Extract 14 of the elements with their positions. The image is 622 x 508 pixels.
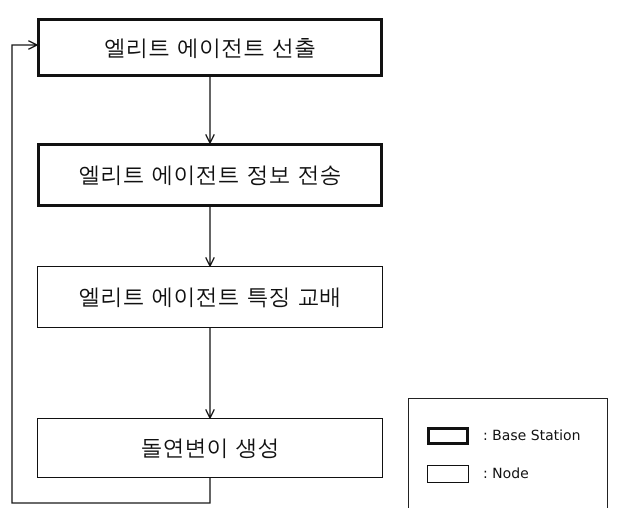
legend-label: : Base Station xyxy=(483,428,580,444)
process-box xyxy=(37,18,383,77)
process-box xyxy=(37,266,383,328)
box-label: 엘리트 에이전트 특징 교배 xyxy=(78,284,342,312)
box-label: 엘리트 에이전트 정보 전송 xyxy=(78,162,342,190)
arrow xyxy=(204,207,216,267)
arrow xyxy=(204,328,216,419)
arrow xyxy=(11,40,211,504)
process-box xyxy=(37,418,383,478)
process-box xyxy=(37,143,383,207)
arrow xyxy=(204,77,216,144)
box-label: 엘리트 에이전트 선출 xyxy=(104,34,316,62)
legend-label: : Node xyxy=(483,466,529,482)
box-label: 돌연변이 생성 xyxy=(140,435,280,463)
